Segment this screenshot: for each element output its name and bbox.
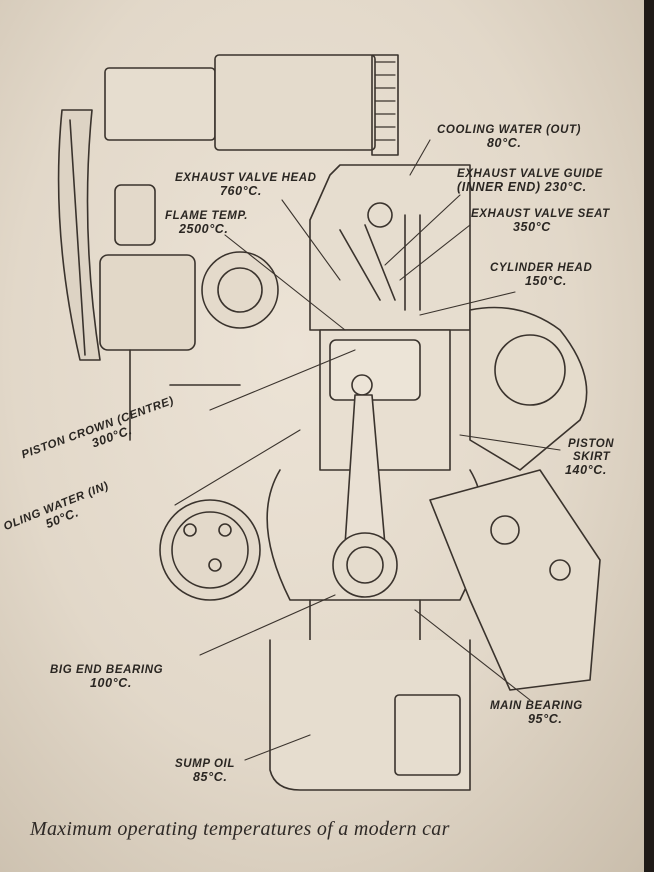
label-exhaust-valve-guide: EXHAUST VALVE GUIDE (INNER END) 230°C. <box>457 168 603 194</box>
label-main-bearing: MAIN BEARING 95°C. <box>490 700 583 726</box>
label-value: 95°C. <box>528 712 563 726</box>
figure-caption: Maximum operating temperatures of a mode… <box>30 818 450 840</box>
label-value: 2500°C. <box>179 222 229 236</box>
label-cooling-water-out: COOLING WATER (OUT) 80°C. <box>437 124 581 150</box>
label-name: COOLING WATER (OUT) <box>437 124 582 136</box>
label-cylinder-head: CYLINDER HEAD 150°C. <box>490 262 592 288</box>
label-value: 150°C. <box>525 274 567 288</box>
label-value: 140°C. <box>565 463 607 477</box>
label-name: FLAME TEMP. <box>165 210 249 222</box>
label-value: 350°C <box>513 220 551 234</box>
label-detail: (INNER END) 230°C. <box>457 180 587 194</box>
label-flame-temp: FLAME TEMP. 2500°C. <box>165 210 248 236</box>
label-name: MAIN BEARING <box>490 700 583 712</box>
label-name: CYLINDER HEAD <box>490 262 593 274</box>
label-value: 100°C. <box>90 676 132 690</box>
label-name: BIG END BEARING <box>50 664 164 676</box>
label-name: SUMP OIL <box>175 758 235 770</box>
label-piston-skirt: PISTON SKIRT 140°C. <box>565 438 614 477</box>
label-exhaust-valve-head: EXHAUST VALVE HEAD 760°C. <box>175 172 317 198</box>
label-big-end-bearing: BIG END BEARING 100°C. <box>50 664 163 690</box>
label-exhaust-valve-seat: EXHAUST VALVE SEAT 350°C <box>471 208 610 234</box>
label-value: 80°C. <box>487 136 522 150</box>
label-name: EXHAUST VALVE SEAT <box>471 208 610 220</box>
label-name: PISTON <box>568 438 615 450</box>
label-name: EXHAUST VALVE HEAD <box>175 172 317 184</box>
label-name-2: SKIRT <box>573 451 611 463</box>
label-value: 85°C. <box>193 770 228 784</box>
label-value: 760°C. <box>220 184 262 198</box>
label-name: EXHAUST VALVE GUIDE <box>457 168 604 180</box>
label-sump-oil: SUMP OIL 85°C. <box>175 758 235 784</box>
page-edge-shadow <box>644 0 654 872</box>
